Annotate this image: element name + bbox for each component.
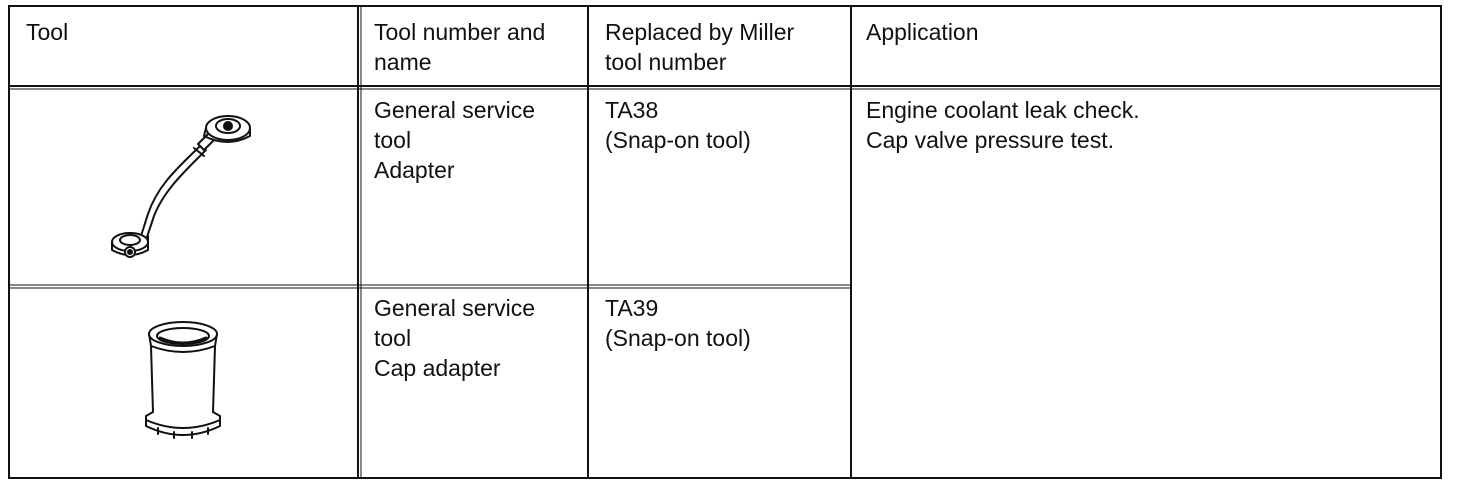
tool-number-name-cap-adapter: General service tool Cap adapter xyxy=(374,295,536,381)
cap-adapter-cylinder-icon xyxy=(145,321,221,439)
replaced-by-ta39: TA39 (Snap-on tool) xyxy=(605,295,751,351)
header-tool: Tool xyxy=(26,19,69,45)
tool-number-name-adapter: General service tool Adapter xyxy=(374,97,536,183)
header-application: Application xyxy=(866,19,979,45)
application-text: Engine coolant leak check. Cap valve pre… xyxy=(866,97,1140,153)
header-replaced-by: Replaced by Miller tool number xyxy=(605,19,795,75)
radiator-cap-adapter-hose-icon xyxy=(111,115,251,258)
replaced-by-ta38: TA38 (Snap-on tool) xyxy=(605,97,751,153)
header-tool-number-name: Tool number and name xyxy=(374,19,546,75)
